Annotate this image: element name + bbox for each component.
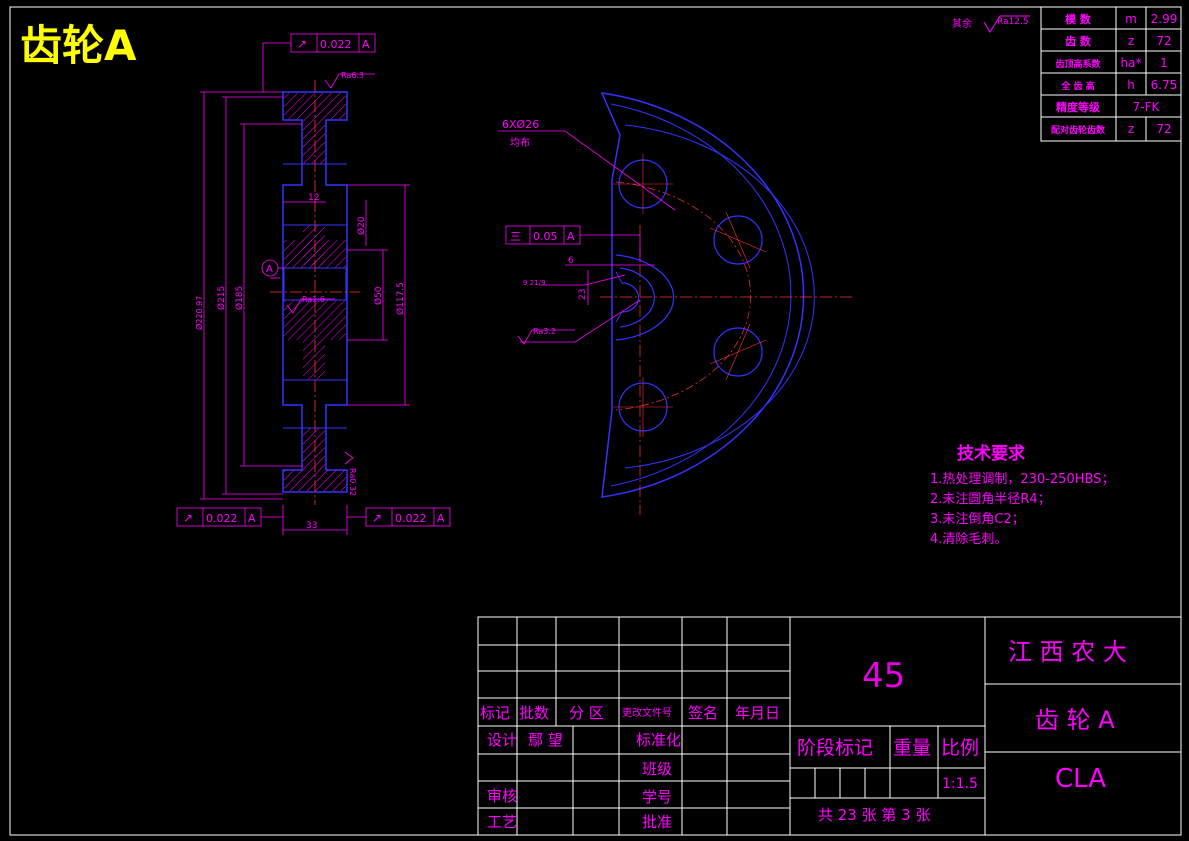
symmetry-tolerance-frame: 三 0.05 A: [505, 225, 581, 245]
lightening-hole: [713, 215, 763, 265]
tolerance-frame-top: ↗ 0.022 A: [290, 33, 376, 53]
dim-diameter-117: Ø117.5: [395, 282, 406, 315]
design-label: 设计: [487, 731, 517, 749]
param-value: 6.75: [1151, 78, 1178, 92]
holes-note: 均布: [510, 137, 530, 149]
param-value: 1: [1160, 56, 1168, 70]
param-value: 72: [1156, 122, 1171, 136]
param-symbol: z: [1128, 34, 1134, 48]
school-name: 江 西 农 大: [1008, 638, 1127, 666]
param-label: 全 齿 高: [1060, 80, 1094, 92]
tech-item: 4.清除毛刺。: [930, 532, 1007, 547]
section-view: Ø220.97 Ø215 Ø185 Ø50 Ø117.5 Ø20 12 33 R…: [176, 33, 451, 535]
dim-diameter-50: Ø50: [373, 286, 384, 305]
tech-heading: 技术要求: [957, 443, 1025, 464]
param-label: 配对齿轮齿数: [1051, 124, 1106, 136]
param-symbol: z: [1128, 122, 1134, 136]
svg-text:三: 三: [510, 230, 521, 243]
svg-text:A: A: [248, 512, 256, 525]
stage-label: 阶段标记: [797, 737, 873, 759]
roughness-top: Ra6.3: [341, 71, 364, 80]
dim-outer-diameter: Ø220.97: [194, 296, 204, 330]
svg-text:0.022: 0.022: [206, 512, 238, 525]
part-name: 齿 轮 A: [1035, 706, 1115, 734]
class-label: 班级: [642, 760, 672, 778]
holes-dimension: 6XØ26: [502, 118, 539, 131]
student-id-label: 学号: [642, 788, 672, 806]
header-batch: 批数: [519, 704, 549, 722]
designer-name: 鄢 望: [528, 731, 563, 749]
header-change-doc: 更改文件号: [622, 706, 672, 719]
svg-text:A: A: [437, 512, 445, 525]
svg-text:0.05: 0.05: [533, 230, 558, 243]
title-block: 标记 批数 分 区 更改文件号 签名 年月日 设计 鄢 望 标准化 班级 审核 …: [477, 616, 1182, 836]
svg-text:0.022: 0.022: [320, 38, 352, 51]
dim-hub-width: 12: [308, 193, 319, 203]
param-label: 精度等级: [1056, 100, 1101, 114]
tolerance-frame-right: ↗ 0.022 A: [365, 507, 451, 527]
roughness-bore: Ra1.6: [302, 295, 325, 304]
param-symbol: h: [1127, 78, 1135, 92]
roughness-corner: Ra0.32: [348, 468, 357, 496]
param-symbol: m: [1125, 12, 1137, 26]
standard-label: 标准化: [636, 731, 681, 749]
dim-diameter-185: Ø185: [234, 286, 245, 310]
svg-text:↗: ↗: [372, 511, 382, 525]
general-roughness-note: 其余 Ra12.5: [952, 15, 1030, 33]
scale-label: 比例: [941, 737, 979, 759]
svg-text:A: A: [567, 230, 575, 243]
lightening-hole: [713, 327, 763, 377]
gear-section-outline: [282, 91, 348, 493]
datum-a-label: A: [266, 264, 273, 275]
review-label: 审核: [487, 787, 517, 805]
drawing-title: 齿轮A: [20, 21, 137, 70]
svg-text:其余: 其余: [952, 17, 972, 30]
dim-diameter-20: Ø20: [356, 216, 367, 235]
header-sign: 签名: [688, 704, 718, 722]
dim-diameter-215: Ø215: [216, 286, 227, 310]
param-label: 齿 数: [1065, 34, 1092, 48]
svg-text:↗: ↗: [183, 511, 193, 525]
process-label: 工艺: [487, 813, 517, 831]
param-value: 7-FK: [1133, 100, 1161, 114]
technical-requirements: 技术要求 1.热处理调制，230-250HBS； 2.未注圆角半径R4； 3.未…: [930, 443, 1114, 547]
keyway-width: 6: [568, 256, 574, 266]
svg-text:Ra12.5: Ra12.5: [997, 17, 1029, 27]
svg-text:A: A: [362, 38, 370, 51]
front-view: 6XØ26 均布 三 0.05 A 6 9 21/9 23 Ra3.2: [498, 92, 855, 515]
header-date: 年月日: [735, 704, 780, 722]
keyway-depth: 23: [578, 289, 588, 300]
material: 45: [862, 656, 905, 696]
tech-item: 2.未注圆角半径R4；: [930, 492, 1051, 507]
param-label: 模 数: [1065, 12, 1092, 26]
gear-parameter-table: 模 数 m 2.99 齿 数 z 72 齿顶高系数 ha* 1 全 齿 高 h 6.75 精度等级 7-F…: [1040, 6, 1182, 142]
param-symbol: ha*: [1121, 56, 1142, 70]
tech-item: 3.未注倒角C2；: [930, 512, 1025, 527]
scale-value: 1:1.5: [942, 776, 978, 792]
dim-gear-width: 33: [306, 521, 317, 531]
approve-label: 批准: [642, 813, 672, 831]
param-value: 2.99: [1151, 12, 1178, 26]
param-value: 72: [1156, 34, 1171, 48]
svg-text:↗: ↗: [297, 37, 307, 51]
svg-text:0.022: 0.022: [395, 512, 427, 525]
tolerance-frame-left: ↗ 0.022 A: [176, 507, 262, 527]
header-mark: 标记: [480, 704, 510, 722]
roughness-keyway: Ra3.2: [533, 327, 556, 336]
param-label: 齿顶高系数: [1055, 58, 1101, 70]
gear-outer-outline: [600, 92, 805, 498]
keyway-tolerance: 9 21/9: [523, 279, 545, 287]
sheet-count: 共 23 张 第 3 张: [818, 806, 930, 824]
tech-item: 1.热处理调制，230-250HBS；: [930, 472, 1114, 487]
drawing-code: CLA: [1055, 764, 1106, 794]
header-zone: 分 区: [569, 704, 604, 722]
weight-label: 重量: [893, 737, 931, 759]
